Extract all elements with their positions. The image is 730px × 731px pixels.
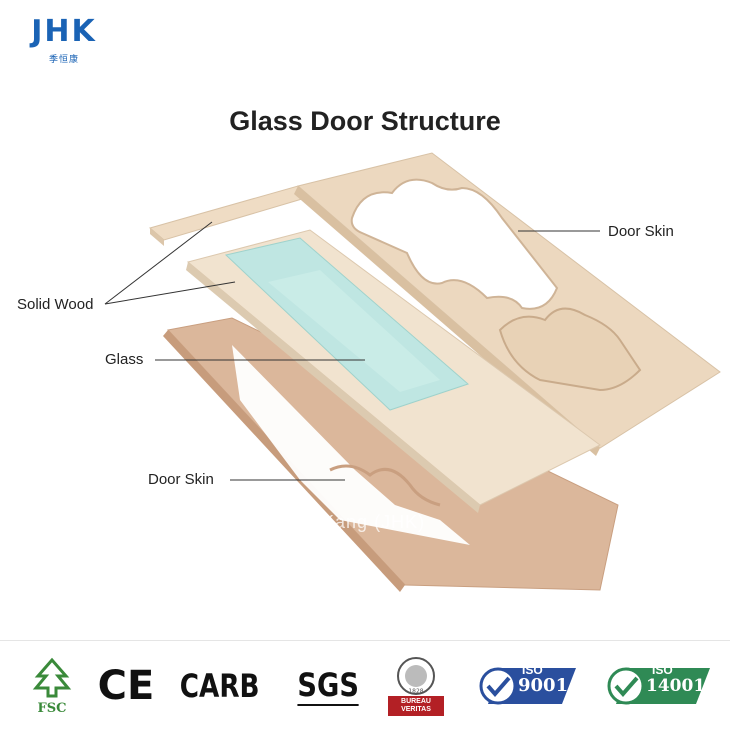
label-door-skin-bottom: Door Skin [148, 471, 214, 488]
label-door-skin-top: Door Skin [608, 223, 674, 240]
bureau-veritas-text: BUREAU VERITAS [388, 696, 444, 716]
fsc-text: FSC [37, 700, 67, 716]
leader-lines [104, 221, 600, 481]
label-solid-wood: Solid Wood [17, 296, 94, 313]
ce-text: CE [97, 663, 155, 709]
sgs-text: SGS [297, 666, 359, 706]
iso9001-badge-icon [479, 667, 576, 705]
page-title: Glass Door Structure [229, 106, 501, 136]
logo-subtitle: 季恒康 [48, 54, 79, 64]
iso14001-logo: ISO 14001 [606, 653, 712, 719]
exploded-door-diagram [104, 152, 721, 592]
jhk-logo: JHK 季恒康 [18, 14, 110, 70]
carb-logo: CARB [180, 653, 260, 719]
carb-text: CARB [180, 667, 260, 705]
iso14001-iso-text: ISO [652, 663, 673, 677]
bureau-veritas-seal-icon: 1828 [397, 657, 435, 695]
label-glass: Glass [105, 351, 144, 368]
logo-text: JHK [31, 14, 97, 49]
glass-panel [224, 237, 469, 411]
door-skin-bottom-panel [163, 317, 619, 592]
iso14001-code: 14001 [646, 676, 706, 696]
tree-check-icon [32, 657, 72, 697]
iso9001-code: 9001 [518, 675, 569, 696]
ce-logo: CE [95, 653, 157, 719]
iso9001-logo: ISO 9001 [478, 653, 578, 719]
watermark: JiHengKang (JHK) [260, 512, 426, 532]
certification-bar: FSC CE CARB SGS 1828 BUREAU VERITAS ISO … [0, 640, 730, 731]
fsc-logo: FSC [22, 653, 82, 719]
iso9001-iso-text: ISO [522, 663, 543, 677]
iso14001-badge-icon [607, 667, 710, 705]
bureau-veritas-logo: 1828 BUREAU VERITAS [388, 653, 444, 719]
sgs-logo: SGS [292, 653, 364, 719]
bureau-veritas-year: 1828 [408, 688, 423, 695]
